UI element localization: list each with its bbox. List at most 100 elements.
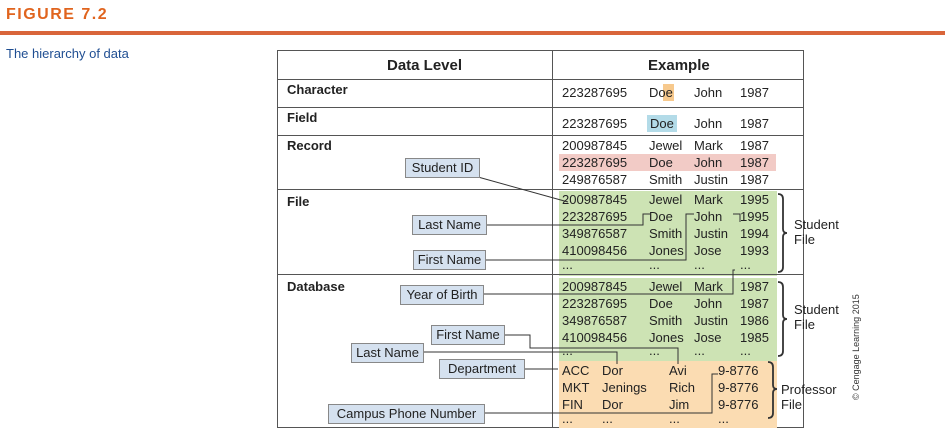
db-prof-dept: ACC	[562, 363, 590, 378]
db-student-first: John	[694, 296, 723, 311]
level-file: File	[287, 194, 310, 209]
field-first: John	[694, 116, 723, 131]
file-id: 223287695	[562, 209, 628, 224]
db-prof-phone: 9-8776	[718, 380, 759, 395]
db-prof-first: Rich	[669, 380, 696, 395]
db-student-last: Jewel	[649, 279, 683, 294]
row-divider	[278, 135, 803, 136]
figure-rule	[0, 31, 945, 35]
callout-last-name-2: Last Name	[351, 343, 424, 363]
character-last: Doe	[649, 85, 673, 100]
col-header-level: Data Level	[387, 57, 463, 74]
db-student-id: 410098456	[562, 330, 628, 345]
record-first: Justin	[694, 172, 728, 187]
header-divider	[278, 79, 803, 80]
db-prof-phone: 9-8776	[718, 363, 759, 378]
file-highlight	[559, 191, 777, 276]
callout-department: Department	[439, 359, 525, 379]
character-id: 223287695	[562, 85, 628, 100]
db-student-last: Smith	[649, 313, 683, 328]
record-id: 249876587	[562, 172, 628, 187]
db-student-id: 223287695	[562, 296, 628, 311]
figure-caption: The hierarchy of data	[6, 46, 129, 61]
record-year: 1987	[740, 155, 769, 170]
record-first: John	[694, 155, 723, 170]
copyright-credit: © Cengage Learning 2015	[851, 294, 861, 400]
callout-first-name-2: First Name	[431, 325, 505, 345]
record-last: Smith	[649, 172, 683, 187]
file-first: John	[694, 209, 723, 224]
db-prof-last: Dor	[602, 397, 623, 412]
connector-campus-phone	[483, 373, 718, 414]
file-id: 349876587	[562, 226, 628, 241]
db-student-id: 200987845	[562, 279, 628, 294]
file-last: Smith	[649, 226, 683, 241]
file-first: Justin	[694, 226, 728, 241]
db-prof-phone: 9-8776	[718, 397, 759, 412]
file-year: 1995	[740, 209, 769, 224]
row-divider	[278, 107, 803, 108]
db-student-first: Mark	[694, 279, 723, 294]
character-year: 1987	[740, 85, 769, 100]
record-last: Jewel	[649, 138, 683, 153]
field-year: 1987	[740, 116, 769, 131]
db-student-last: Doe	[649, 296, 673, 311]
db-prof-first: Avi	[669, 363, 687, 378]
connector-first-name	[484, 213, 694, 261]
db-prof-last: Dor	[602, 363, 623, 378]
column-divider	[552, 51, 553, 427]
connector-last-name-2	[422, 351, 618, 364]
callout-student-id: Student ID	[405, 158, 480, 178]
highlighted-character: e	[665, 85, 673, 100]
db-student-year: 1987	[740, 279, 769, 294]
callout-first-name: First Name	[413, 250, 486, 270]
col-header-example: Example	[648, 57, 710, 74]
file-first: Mark	[694, 192, 723, 207]
db-student-highlight	[559, 278, 777, 363]
db-student-year: 1986	[740, 313, 769, 328]
record-highlight	[559, 154, 776, 171]
db-student-id: 349876587	[562, 313, 628, 328]
connector-file-year	[733, 213, 741, 222]
row-divider	[278, 274, 803, 275]
file-first: ...	[694, 257, 705, 272]
hierarchy-table: Data Level Example Character Field Recor…	[277, 50, 804, 428]
connector-first-name-2	[503, 334, 679, 364]
record-year: 1987	[740, 138, 769, 153]
file-year: 1994	[740, 226, 769, 241]
db-student-year: ...	[740, 343, 751, 358]
file-first: Jose	[694, 243, 722, 258]
file-year: 1993	[740, 243, 769, 258]
figure-label: FIGURE 7.2	[6, 6, 109, 23]
file-last: ...	[649, 257, 660, 272]
file-year: ...	[740, 257, 751, 272]
db-student-first: Jose	[694, 330, 722, 345]
connector-year-of-birth	[482, 269, 735, 295]
professor-file-brace	[767, 361, 778, 419]
connector-student-id	[477, 176, 569, 203]
db-student-first: ...	[694, 343, 705, 358]
field-last: Doe	[650, 116, 674, 131]
file-last: Jones	[649, 243, 684, 258]
record-last: Doe	[649, 155, 673, 170]
file-last: Jewel	[649, 192, 683, 207]
db-prof-last: ...	[602, 411, 613, 426]
db-prof-dept: FIN	[562, 397, 583, 412]
character-highlight	[663, 84, 674, 101]
field-id: 223287695	[562, 116, 628, 131]
db-prof-dept: ...	[562, 411, 573, 426]
level-field: Field	[287, 110, 318, 125]
level-record: Record	[287, 138, 332, 153]
db-student-last: Jones	[649, 330, 684, 345]
character-first: John	[694, 85, 723, 100]
connector-last-name	[485, 213, 650, 226]
db-prof-first: Jim	[669, 397, 690, 412]
file-last: Doe	[649, 209, 673, 224]
db-prof-first: ...	[669, 411, 680, 426]
row-divider	[278, 189, 803, 190]
db-student-brace	[777, 281, 788, 357]
